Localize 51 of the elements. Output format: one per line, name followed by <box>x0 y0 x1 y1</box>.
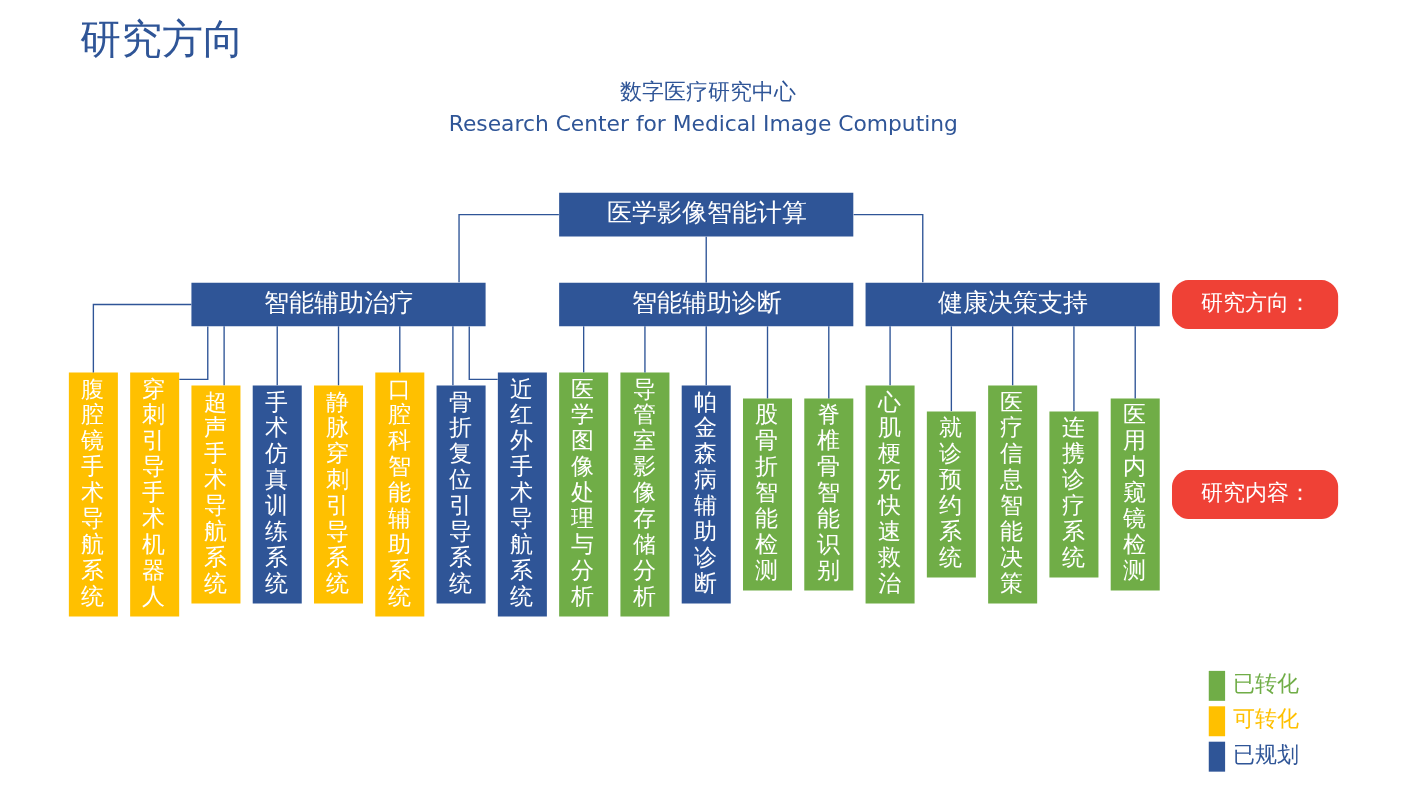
node-box: 医疗信息智能决策 <box>987 385 1037 603</box>
label: 数字医疗研究中心 <box>619 78 796 104</box>
node-box: 穿刺引导手术机器人 <box>129 372 179 616</box>
node-box: 研究内容： <box>1171 469 1338 519</box>
node-box: 医学影像智能计算 <box>558 192 853 236</box>
connector <box>457 213 560 283</box>
connector <box>705 235 707 283</box>
diagram-title: 研究方向 <box>79 14 244 63</box>
connector <box>827 325 829 399</box>
connector <box>582 325 584 373</box>
connector <box>888 325 891 386</box>
legend-label: 已转化 <box>1232 670 1299 696</box>
connector <box>398 325 400 373</box>
node-box: 口腔科智能辅助系统 <box>374 372 424 616</box>
connector <box>92 303 192 373</box>
label: Research Center for Medical Image Computing <box>448 110 958 136</box>
node-box: 导管室影像存储分析 <box>619 372 669 616</box>
node-box: 连携诊疗系统 <box>1048 410 1098 578</box>
node-box: 超声手术导航系统 <box>190 385 240 603</box>
node-box: 骨折复位引导系统 <box>436 385 486 603</box>
legend-label: 已规划 <box>1232 741 1299 767</box>
node-box: 研究方向： <box>1171 279 1338 329</box>
node-box: 股骨折智能检测 <box>742 398 792 591</box>
node-box: 静脉穿刺引导系统 <box>313 385 363 603</box>
connector <box>1011 325 1013 386</box>
connector <box>705 325 707 386</box>
connector <box>1072 325 1075 412</box>
node-box: 智能辅助治疗 <box>190 282 486 326</box>
node-box: 近红外手术导航系统 <box>497 372 547 616</box>
connector <box>451 325 454 386</box>
legend-label: 可转化 <box>1232 705 1299 731</box>
node-box: 就诊预约系统 <box>926 410 976 578</box>
connector <box>337 325 339 386</box>
node-box: 医用内窥镜检测 <box>1110 398 1160 591</box>
node-box: 医学图像处理与分析 <box>558 372 608 616</box>
connector <box>1134 325 1136 399</box>
node-box: 腹腔镜手术导航系统 <box>68 372 118 616</box>
connector <box>950 325 952 412</box>
connector <box>178 325 208 380</box>
connector <box>468 325 498 380</box>
node-box: 健康决策支持 <box>865 282 1160 326</box>
node-box: 帕金森病辅助诊断 <box>681 385 731 603</box>
node-box: 脊椎骨智能识别 <box>803 398 853 591</box>
connector <box>276 325 278 386</box>
connector <box>766 325 768 399</box>
node-box: 手术仿真训练系统 <box>252 385 302 603</box>
node-box: 智能辅助诊断 <box>558 282 853 326</box>
connector <box>852 213 923 283</box>
node-box: 心肌梗死快速救治 <box>865 385 915 603</box>
connector <box>643 325 646 373</box>
connector <box>222 325 225 386</box>
